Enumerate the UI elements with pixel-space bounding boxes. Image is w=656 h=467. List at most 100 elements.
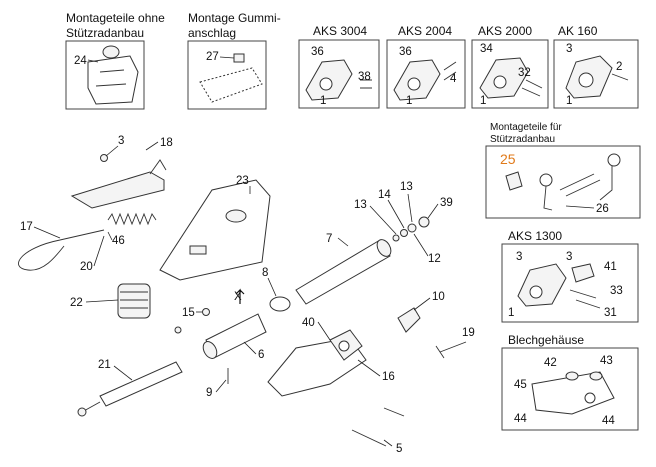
cap-43 [589,371,603,381]
part-bracket [267,329,367,397]
part-tube [295,239,392,305]
bolts [569,289,601,309]
label-40: 40 [302,317,315,329]
part-label-24: 24 [74,55,87,67]
part-spring [107,212,157,226]
label-x: X [234,291,242,303]
label-14: 14 [378,189,391,201]
inset-title: AKS 1300 [508,229,562,243]
coupling-ball-socket [529,285,543,299]
leader-13b [407,193,413,223]
bolt-19 [435,341,467,359]
inset-montageteile-fuer-stuetzradanbau: Montageteile für Stützradanbau 25 26 [485,122,641,219]
part-label-1: 1 [320,95,326,107]
part-label-27: 27 [206,51,219,63]
part-label-44b: 44 [602,415,615,427]
part-bellows [117,283,151,319]
leader-7 [337,237,349,247]
part-label-44a: 44 [514,413,527,425]
clamp-rod [559,173,601,197]
tube-body [295,239,391,305]
part-label-33: 33 [610,285,623,297]
inset-montage-gummianschlag: Montage Gummi- anschlag 27 [187,11,281,110]
side-part [571,263,595,283]
part-label-31: 31 [604,307,617,319]
label-23: 23 [236,175,249,187]
sheet-metal-housing [531,371,615,415]
part-label-26: 26 [596,203,609,215]
part-label-43: 43 [600,355,613,367]
leader-39 [427,203,439,219]
part-label-42: 42 [544,357,557,369]
shock-body [99,361,183,407]
part-label-45: 45 [514,379,527,391]
latch-10 [397,307,421,333]
ring-8 [269,296,291,312]
label-12: 12 [428,253,441,265]
coupling-ball-socket [407,77,421,91]
bellows-ribs [120,291,148,309]
knob-part [539,173,553,187]
inset-montageteile-ohne-stuetzradanbau: Montageteile ohne Stützradanbau 24 [65,11,165,110]
nut-15 [202,308,210,316]
part-breakaway-cable [18,229,105,271]
nut-39 [418,216,430,228]
bolts [521,79,543,97]
coil-spring [107,212,157,226]
leader-22 [85,299,119,303]
label-6: 6 [258,349,264,361]
inset-ak-160: AK 160 3 2 1 [553,24,639,109]
label-17: 17 [20,221,33,233]
inset-aks-3004: AKS 3004 36 38 1 [298,24,380,109]
cover-plate-shape [87,55,139,105]
label-3: 3 [118,135,124,147]
bolt [611,73,629,81]
clamp-hole [338,340,350,352]
label-13b: 13 [400,181,413,193]
cap-shape [102,45,120,59]
label-21: 21 [98,359,111,371]
part-label-3a: 3 [516,251,522,263]
part-damper [202,313,267,359]
leader-9 [215,379,227,393]
hole [584,392,596,404]
leader-3 [105,145,119,157]
handle-rod [599,160,613,201]
part-label-41: 41 [604,261,617,273]
part-label-1: 1 [480,95,486,107]
leader-18 [145,141,159,151]
lever-hook [149,159,167,175]
leader-14 [387,199,405,229]
part-washer-stack [392,216,430,242]
damper-end [202,341,218,359]
label-46: 46 [112,235,125,247]
part-label-1: 1 [566,95,572,107]
label-8: 8 [262,267,268,279]
label-18: 18 [160,137,173,149]
handle-knob [607,153,621,167]
part-label-25-highlight: 25 [500,151,516,167]
inset-title: AK 160 [558,24,598,38]
lever-arm [70,171,165,209]
leader-6 [243,341,257,355]
part-label-38: 38 [358,71,371,83]
leader-21 [113,365,133,381]
bolts [360,79,372,89]
leader-24 [87,59,99,63]
label-7: 7 [326,233,332,245]
leader-12 [413,233,429,257]
label-16: 16 [382,371,395,383]
label-22: 22 [70,297,83,309]
pin-part [543,185,553,211]
bellows-body [117,283,151,319]
cover-detail-lines [95,69,127,87]
leader-40 [317,321,331,341]
label-9: 9 [206,387,212,399]
inset-aks-1300: AKS 1300 3 3 41 33 31 1 [501,229,639,323]
cover-hole [225,209,247,223]
leader-20 [93,235,105,267]
label-19: 19 [462,327,475,339]
inset-title-line2: Stützradanbau [490,134,555,145]
